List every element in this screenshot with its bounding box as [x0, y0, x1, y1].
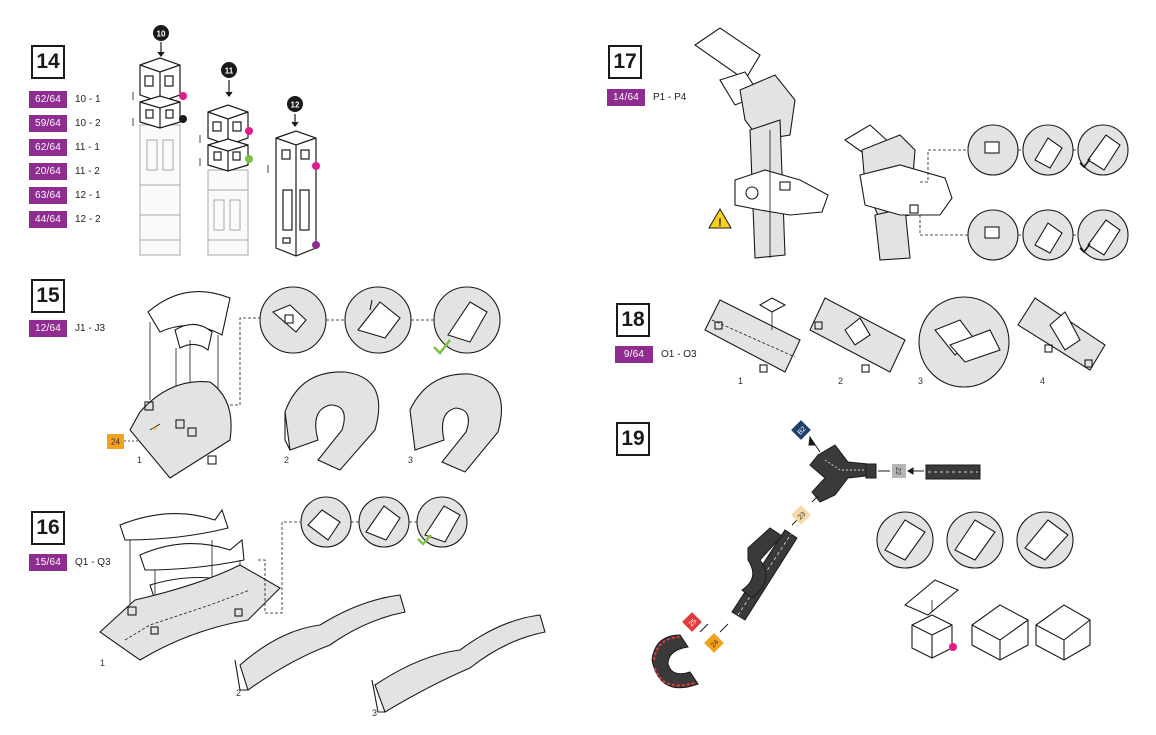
part-range: 11 - 1 [75, 142, 100, 153]
warning-icon: ! [708, 208, 732, 229]
pink-dot-icon [245, 127, 253, 135]
tower-b [199, 80, 249, 256]
part-range: Q1 - Q3 [75, 557, 111, 568]
part-count: 14/64 [607, 89, 645, 106]
part-badge: 59/64 10 - 2 [29, 115, 101, 132]
box-assemblies [903, 579, 1091, 661]
part-count: 63/64 [29, 187, 67, 204]
tile-22: 22 [892, 464, 906, 478]
step-number-16: 16 [31, 511, 65, 545]
zoom-circles [259, 286, 501, 354]
part-badge: 15/64 Q1 - Q3 [29, 554, 111, 571]
part-count: 15/64 [29, 554, 67, 571]
step19-illustration: B2 22 23 24 25 [651, 420, 1091, 689]
tile-label: 25 [688, 618, 699, 629]
sub-label: 3 [408, 455, 413, 465]
sub-label: 1 [137, 455, 142, 465]
marker-label: 10 [157, 30, 166, 39]
tile-label: 24 [710, 639, 721, 650]
checkmark-icon [433, 339, 451, 355]
part-count: 12/64 [29, 320, 67, 337]
step16-illustration [99, 496, 546, 713]
sub-label: 3 [918, 376, 923, 386]
part-range: J1 - J3 [75, 323, 106, 334]
tile-label: 24 [111, 438, 120, 447]
purple-dot-icon [312, 241, 320, 249]
sub-label: 2 [838, 376, 843, 386]
part-count: 44/64 [29, 211, 67, 228]
part-badge: 14/64 P1 - P4 [607, 89, 686, 106]
part-badge: 9/64 O1 - O3 [615, 346, 697, 363]
svg-text:+: + [152, 424, 158, 435]
part-badge: 62/64 10 - 1 [29, 91, 101, 108]
pink-dot-icon [949, 643, 957, 651]
tile-label: 22 [894, 467, 901, 475]
sub-label: 4 [1040, 376, 1045, 386]
step-number-18: 18 [616, 303, 650, 337]
step17-illustration [694, 27, 1129, 261]
part-range: 10 - 1 [75, 94, 101, 105]
step-number-15: 15 [31, 279, 65, 313]
part-range: O1 - O3 [661, 349, 697, 360]
part-range: P1 - P4 [653, 92, 687, 103]
step-number-17: 17 [608, 45, 642, 79]
part-count: 59/64 [29, 115, 67, 132]
checkmark-icon [417, 534, 432, 546]
part-badge: 20/64 11 - 2 [29, 163, 100, 180]
step14-illustration [132, 42, 320, 257]
sub-label: 3 [372, 708, 377, 718]
tile-24: 24 [704, 633, 724, 653]
part-count: 62/64 [29, 139, 67, 156]
tower-c [267, 114, 317, 257]
sub-label: 1 [738, 376, 743, 386]
green-dot-icon [245, 155, 253, 163]
step-number-19: 19 [616, 422, 650, 456]
pink-dot-icon [312, 162, 320, 170]
part-range: 11 - 2 [75, 166, 100, 177]
pink-dot-icon [179, 92, 187, 100]
part-badge: 44/64 12 - 2 [29, 211, 101, 228]
marker-label: 11 [225, 67, 234, 76]
part-range: 10 - 2 [75, 118, 101, 129]
part-badge: 12/64 J1 - J3 [29, 320, 105, 337]
step14-markers: 10 11 12 [153, 25, 303, 112]
step-number-14: 14 [31, 45, 65, 79]
tile-25: 25 [682, 612, 702, 632]
tile-label: B2 [797, 425, 808, 436]
tower-a [132, 42, 181, 256]
sub-label: 2 [284, 455, 289, 465]
tile-b2: B2 [791, 420, 811, 440]
step15-illustration [129, 286, 502, 479]
black-dot-icon [179, 115, 187, 123]
tile-23: 23 [791, 505, 811, 525]
svg-text:!: ! [718, 217, 722, 229]
step18-illustration [704, 296, 1106, 388]
sub-label: 2 [236, 688, 241, 698]
zoom-circles [876, 511, 1074, 569]
part-range: 12 - 1 [75, 190, 101, 201]
tile-24 [107, 434, 124, 449]
part-badge: 63/64 12 - 1 [29, 187, 101, 204]
zoom-circles [967, 124, 1129, 261]
part-count: 20/64 [29, 163, 67, 180]
zoom-circles [300, 496, 468, 548]
part-range: 12 - 2 [75, 214, 101, 225]
marker-label: 12 [291, 101, 300, 110]
sub-label: 1 [100, 658, 105, 668]
part-count: 62/64 [29, 91, 67, 108]
part-count: 9/64 [615, 346, 653, 363]
tile-label: 23 [797, 511, 808, 522]
part-badge: 62/64 11 - 1 [29, 139, 100, 156]
